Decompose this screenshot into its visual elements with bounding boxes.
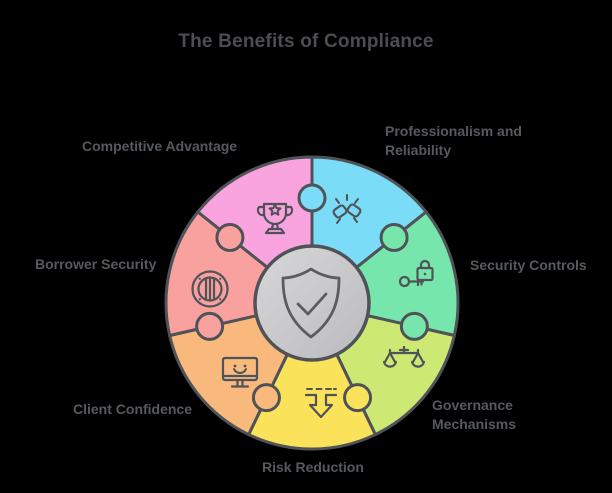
label-borrower-security: Borrower Security — [35, 256, 157, 272]
label-risk-reduction: Risk Reduction — [262, 459, 364, 475]
center-circle — [253, 244, 371, 362]
monitor-smile-icon — [221, 356, 259, 388]
label-governance-mechanisms: Governance Mechanisms — [432, 397, 517, 432]
coin-icon — [191, 270, 229, 308]
label-professionalism-reliability: Professionalism and Reliability — [385, 123, 522, 158]
fist-bump-icon — [332, 194, 362, 224]
label-security-controls: Security Controls — [470, 257, 587, 273]
shield-check-icon — [281, 267, 341, 339]
puzzle-tab-2 — [399, 311, 429, 341]
page-title: The Benefits of Compliance — [178, 31, 434, 52]
puzzle-tab-1 — [379, 223, 409, 253]
scales-icon — [382, 345, 426, 368]
puzzle-tab-3 — [343, 383, 373, 413]
puzzle-tab-5 — [195, 311, 225, 341]
label-competitive-advantage: Competitive Advantage — [82, 138, 238, 154]
puzzle-tab-6 — [215, 223, 245, 253]
trophy-icon — [256, 202, 294, 235]
puzzle-tab-0 — [297, 183, 327, 213]
reduce-arrow-icon — [304, 388, 338, 419]
puzzle-tab-4 — [251, 383, 281, 413]
label-client-confidence: Client Confidence — [73, 401, 193, 417]
lock-key-icon — [398, 259, 434, 288]
